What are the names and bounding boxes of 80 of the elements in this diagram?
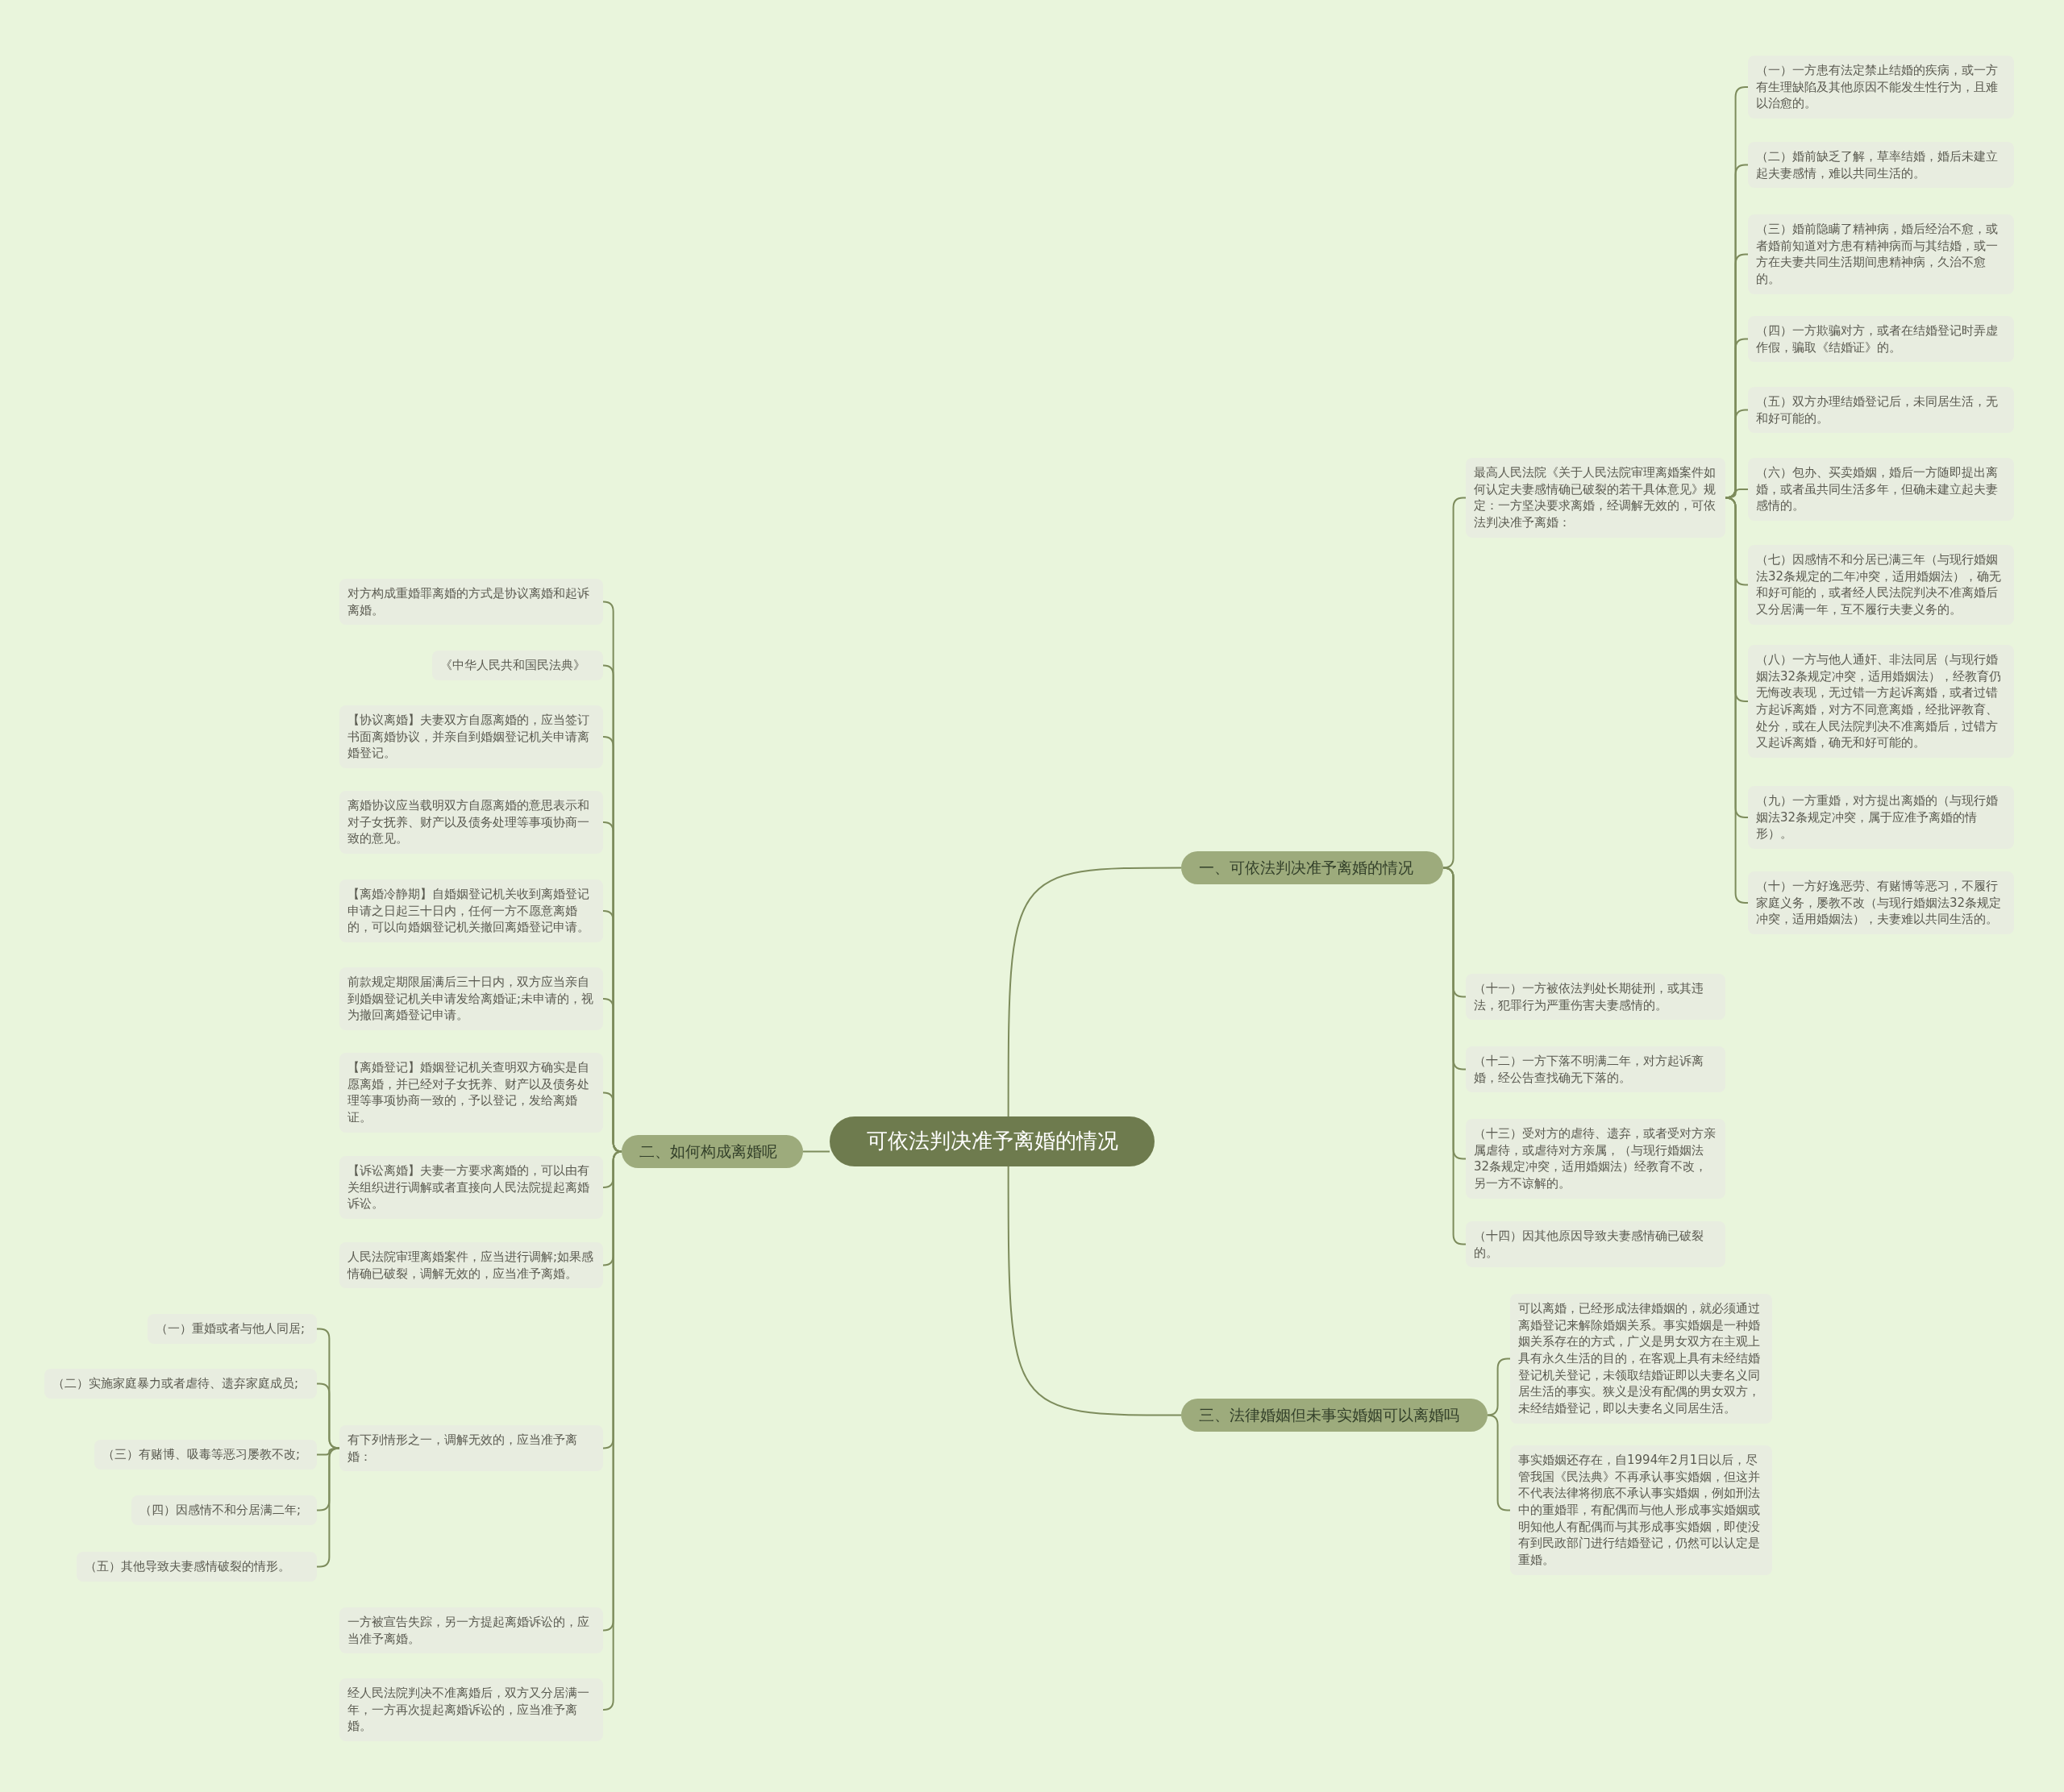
topic-text: 一方被宣告失踪，另一方提起离婚诉讼的，应当准予离婚。	[347, 1614, 590, 1648]
subtopic-card	[131, 1495, 317, 1525]
subtopic-card	[77, 1552, 317, 1582]
branch-topic	[622, 1135, 803, 1168]
subtopic-card	[339, 1425, 603, 1472]
topic-text: （七）因感情不和分居已满三年（与现行婚姻法32条规定的二年冲突，适用婚姻法），确无和好可能的，或者经人民法院判决不准离婚后又分居满一年，互不履行夫妻义务的。	[1756, 551, 2003, 618]
topic-text: （二）婚前缺乏了解，草率结婚，婚后未建立起夫妻感情，难以共同生活的。	[1756, 148, 1999, 182]
topic-text: 人民法院审理离婚案件，应当进行调解;如果感情确已破裂，调解无效的，应当准予离婚。	[347, 1249, 595, 1283]
subtopic-card	[44, 1369, 317, 1399]
subtopic-card	[339, 1242, 603, 1289]
topic-text: （三）有赌博、吸毒等恶习屡教不改;	[102, 1446, 301, 1463]
subtopic-card	[1748, 786, 2014, 850]
topic-text: 【诉讼离婚】夫妻一方要求离婚的，可以由有关组织进行调解或者直接向人民法院提起离婚诉讼。	[347, 1162, 590, 1213]
subtopic-card	[339, 879, 603, 943]
connector-line	[1007, 1166, 1182, 1416]
topic-text: 【离婚登记】婚姻登记机关查明双方确实是自愿离婚，并已经对子女抚养、财产以及债务处理等事项协商一致的，予以登记，发给离婚证。	[347, 1059, 590, 1126]
topic-text: 三、法律婚姻但未事实婚姻可以离婚吗	[1199, 1405, 1459, 1425]
branch-topic	[1181, 1399, 1488, 1432]
subtopic-card	[339, 1607, 603, 1654]
topic-text: 有下列情形之一，调解无效的，应当准予离婚：	[347, 1432, 578, 1466]
topic-text: 最高人民法院《关于人民法院审理离婚案件如何认定夫妻感情确已破裂的若干具体意见》规定：一方坚决要求离婚，经调解无效的，可依法判决准予离婚：	[1474, 464, 1717, 531]
topic-text: （九）一方重婚，对方提出离婚的（与现行婚姻法32条规定冲突，属于应准予离婚的情形）。	[1756, 792, 1999, 843]
subtopic-card	[1748, 645, 2014, 759]
topic-text: （五）双方办理结婚登记后，未同居生活，无和好可能的。	[1756, 393, 1999, 427]
topic-text: 二、如何构成离婚呢	[639, 1141, 777, 1162]
subtopic-card	[1748, 458, 2014, 522]
topic-text: 《中华人民共和国民法典》	[440, 657, 585, 674]
connector-line	[1725, 489, 1749, 499]
topic-text: （一）重婚或者与他人同居;	[156, 1320, 306, 1337]
subtopic-card	[1510, 1445, 1772, 1575]
topic-text: 经人民法院判决不准离婚后，双方又分居满一年，一方再次提起离婚诉讼的，应当准予离婚。	[347, 1685, 590, 1736]
subtopic-card	[339, 1053, 603, 1133]
connector-line	[316, 1382, 340, 1449]
topic-text: （四）一方欺骗对方，或者在结婚登记时弄虚作假，骗取《结婚证》的。	[1756, 322, 1999, 356]
subtopic-card	[1466, 1119, 1725, 1199]
subtopic-card	[1466, 458, 1725, 538]
subtopic-card	[1510, 1294, 1772, 1424]
topic-text: 离婚协议应当载明双方自愿离婚的意思表示和对子女抚养、财产以及债务处理等事项协商一致的意见。	[347, 797, 590, 848]
subtopic-card	[1748, 316, 2014, 363]
topic-text: （八）一方与他人通奸、非法同居（与现行婚姻法32条规定冲突，适用婚姻法），经教育仍无悔改表现，无过错一方起诉离婚，或者过错方起诉离婚，对方不同意离婚，经批评教育、处分，或在人民法院判决不准离婚后，过错方又起诉离婚，确无和好可能的。	[1756, 651, 2003, 752]
subtopic-card	[339, 967, 603, 1031]
topic-text: （十一）一方被依法判处长期徒刑，或其违法，犯罪行为严重伤害夫妻感情的。	[1474, 980, 1704, 1014]
subtopic-card	[339, 705, 603, 769]
topic-text: （十四）因其他原因导致夫妻感情确已破裂的。	[1474, 1228, 1704, 1262]
subtopic-card	[1748, 142, 2014, 189]
topic-text: 可依法判决准予离婚的情况	[866, 1128, 1118, 1154]
subtopic-card	[1748, 214, 2014, 294]
subtopic-card	[432, 651, 603, 680]
topic-text: 【协议离婚】夫妻双方自愿离婚的，应当签订书面离婚协议，并亲自到婚姻登记机关申请离婚登记。	[347, 712, 590, 763]
topic-text: （四）因感情不和分居满二年;	[139, 1502, 302, 1519]
subtopic-card	[148, 1314, 317, 1344]
subtopic-card	[339, 791, 603, 854]
subtopic-card	[1466, 1221, 1725, 1268]
topic-text: 对方构成重婚罪离婚的方式是协议离婚和起诉离婚。	[347, 585, 590, 619]
subtopic-card	[94, 1440, 317, 1470]
subtopic-card	[1748, 871, 2014, 935]
topic-text: 一、可依法判决准予离婚的情况	[1199, 858, 1413, 878]
connector-line	[802, 1150, 830, 1153]
topic-text: （一）一方患有法定禁止结婚的疾病，或一方有生理缺陷及其他原因不能发生性行为，且难以治愈的。	[1756, 62, 1999, 113]
topic-text: （十）一方好逸恶劳、有赌博等恶习，不履行家庭义务，屡教不改（与现行婚姻法32条规定冲突，适用婚姻法），夫妻难以共同生活的。	[1756, 878, 2003, 929]
subtopic-card	[339, 1156, 603, 1220]
topic-text: （二）实施家庭暴力或者虐待、遗弃家庭成员;	[52, 1375, 299, 1392]
topic-text: （十三）受对方的虐待、遗弃，或者受对方亲属虐待，或虐待对方亲属，（与现行婚姻法32条规定冲突，适用婚姻法）经教育不改，另一方不谅解的。	[1474, 1125, 1717, 1192]
topic-text: 【离婚冷静期】自婚姻登记机关收到离婚登记申请之日起三十日内，任何一方不愿意离婚的，可以向婚姻登记机关撤回离婚登记申请。	[347, 886, 590, 937]
topic-text: 前款规定期限届满后三十日内，双方应当亲自到婚姻登记机关申请发给离婚证;未申请的，视为撤回离婚登记申请。	[347, 974, 595, 1025]
subtopic-card	[1466, 974, 1725, 1021]
connector-line	[1007, 867, 1182, 1117]
topic-text: （三）婚前隐瞒了精神病，婚后经治不愈，或者婚前知道对方患有精神病而与其结婚，或一方在夫妻共同生活期间患精神病，久治不愈的。	[1756, 221, 1999, 288]
topic-text: 可以离婚，已经形成法律婚姻的，就必须通过离婚登记来解除婚姻关系。事实婚姻是一种婚姻关系存在的方式，广义是男女双方在主观上具有永久生活的目的，在客观上具有未经结婚登记机关登记，未领取结婚证即以夫妻名义同居生活的事实。狭义是没有配偶的男女双方，未经结婚登记，即以夫妻名义同居生活。	[1518, 1300, 1761, 1417]
subtopic-card	[1748, 56, 2014, 119]
subtopic-card	[339, 579, 603, 626]
subtopic-card	[1466, 1046, 1725, 1093]
topic-text: 事实婚姻还存在，自1994年2月1日以后，尽管我国《民法典》不再承认事实婚姻，但这并不代表法律将彻底不承认事实婚姻，例如刑法中的重婚罪，有配偶而与他人形成事实婚姻或明知他人有配偶而与其形成事实婚姻，即使没有到民政部门进行结婚登记，仍然可以认定是重婚。	[1518, 1452, 1761, 1569]
branch-topic	[1181, 851, 1443, 884]
topic-text: （六）包办、买卖婚姻，婚后一方随即提出离婚，或者虽共同生活多年，但确未建立起夫妻感情的。	[1756, 464, 1999, 515]
subtopic-card	[1748, 387, 2014, 434]
topic-text: （五）其他导致夫妻感情破裂的情形。	[85, 1558, 290, 1575]
topic-text: （十二）一方下落不明满二年，对方起诉离婚，经公告查找确无下落的。	[1474, 1053, 1704, 1087]
subtopic-card	[339, 1678, 603, 1742]
subtopic-card	[1748, 545, 2014, 625]
